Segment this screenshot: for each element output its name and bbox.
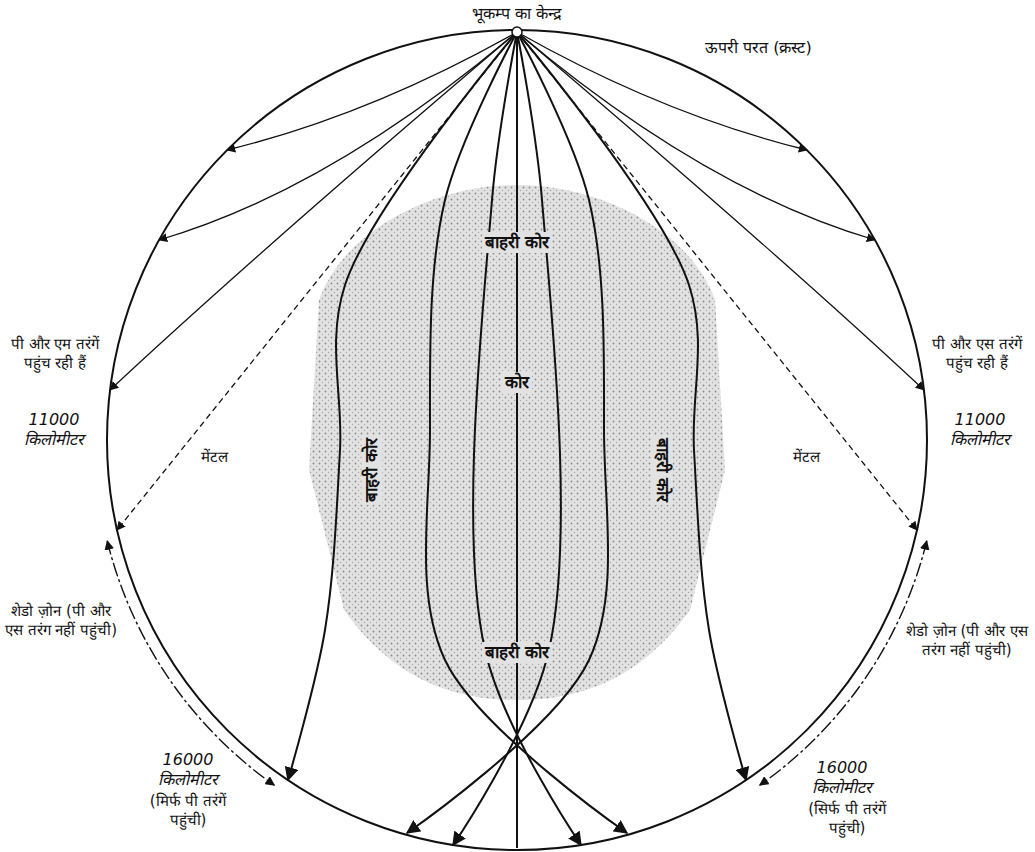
earth-outline bbox=[107, 30, 927, 850]
crust-mantle-ray bbox=[517, 32, 875, 240]
core-ray bbox=[407, 32, 608, 833]
mantle-label: मेंटल bbox=[198, 448, 231, 467]
distance-label: 16000 किलोमीटर bbox=[792, 758, 892, 798]
crust-mantle-ray bbox=[227, 32, 517, 150]
outer-core-label: बाहरी कोर bbox=[482, 232, 552, 253]
epicenter-label: भूकम्प का केन्द्र bbox=[472, 4, 562, 24]
distance-label: 16000 किलोमीटर bbox=[138, 750, 238, 790]
core-ray bbox=[517, 32, 746, 780]
core-ray bbox=[473, 32, 581, 845]
outer-core-label: बाहरी कोर bbox=[361, 435, 382, 505]
core-ray bbox=[288, 32, 517, 780]
shadow-zone-arc bbox=[760, 541, 927, 785]
outer-core-label: बाहरी कोर bbox=[482, 642, 552, 663]
crust-mantle-ray bbox=[110, 32, 517, 390]
outer-core-label: बाहरी कोर bbox=[651, 435, 672, 505]
shadow-zone-arc bbox=[107, 541, 274, 785]
mantle-label: मेंटल bbox=[790, 448, 823, 467]
p-wave-note: (सिर्फ पी तरंगें पहुंची) bbox=[792, 800, 902, 838]
crust-mantle-ray bbox=[159, 32, 517, 240]
crust-mantle-ray bbox=[517, 32, 924, 390]
epicenter-dot bbox=[512, 27, 522, 37]
center-ray bbox=[516, 32, 518, 848]
core-label: कोर bbox=[502, 372, 532, 393]
p-wave-note: (मिर्फ पी तरंगें पहुंची) bbox=[138, 792, 238, 830]
wave-rays bbox=[110, 32, 924, 848]
shadow-zone-note: शेडो ज़ोन (पी और एस तरंग नहीं पहुंची) bbox=[2, 602, 120, 640]
distance-label: 11000 किलोमीटर bbox=[930, 410, 1030, 450]
wave-arrival-note: पी और एस तरंगें पहुंच रही हैं bbox=[923, 335, 1031, 373]
core-ray bbox=[453, 32, 561, 845]
shadow-zone-arcs bbox=[107, 541, 927, 785]
distance-label: 11000 किलोमीटर bbox=[4, 410, 104, 450]
wave-arrival-note: पी और एम तरंगें पहुंच रही हैं bbox=[2, 335, 108, 373]
crust-label: ऊपरी परत (क्रस्ट) bbox=[705, 38, 812, 58]
shadow-zone-note: शेडो ज़ोन (पी और एस तरंग नहीं पहुंची) bbox=[906, 622, 1028, 660]
